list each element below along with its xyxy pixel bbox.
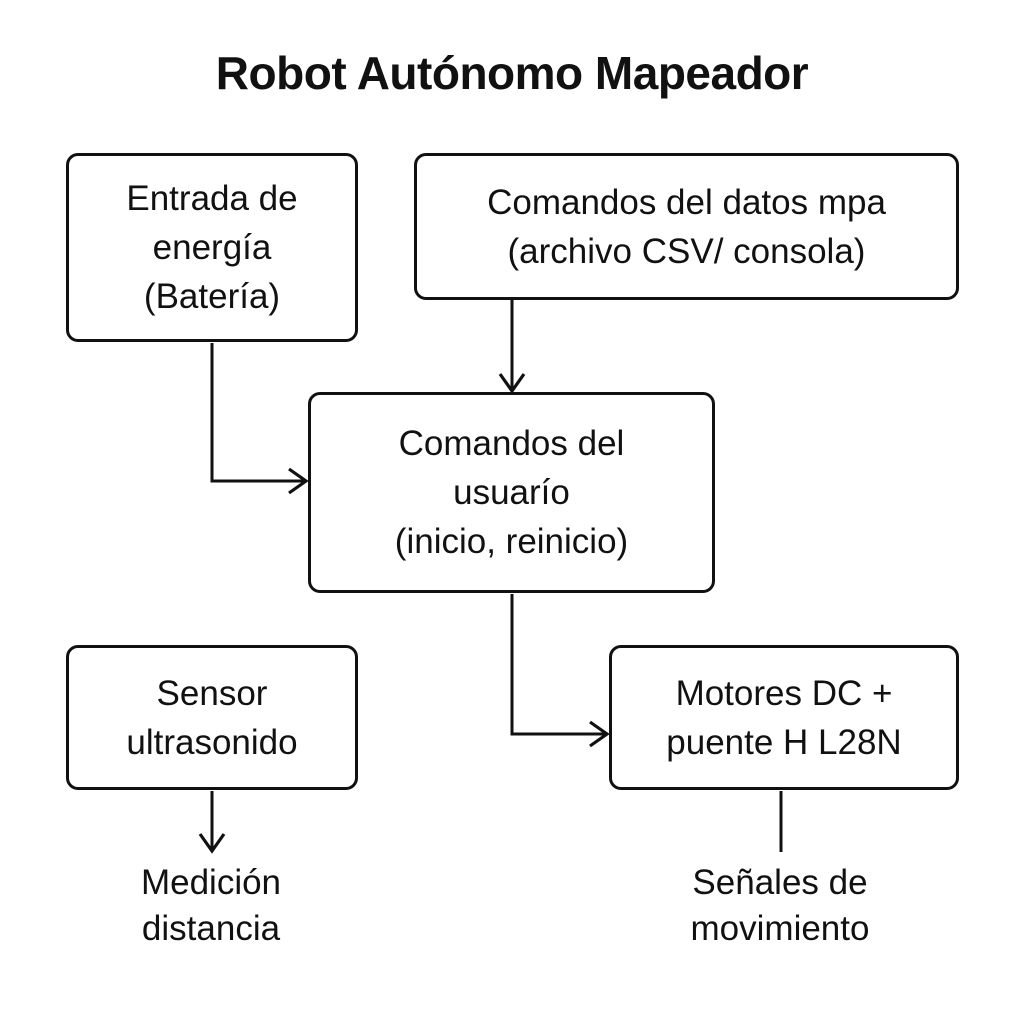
- signals-line-1: Señales de: [692, 863, 868, 902]
- dc-motors-box: Motores DC + puente H L28N: [609, 645, 959, 790]
- movement-signals-label: Señales de movimiento: [640, 860, 920, 952]
- energy-input-box: Entrada de energía (Batería): [66, 153, 358, 342]
- motors-line-1: Motores DC +: [675, 673, 893, 713]
- ultrasonic-sensor-box: Sensor ultrasonido: [66, 645, 358, 790]
- energy-line-2: energía: [152, 228, 272, 267]
- user-commands-line-3: (inicio, reinicio): [394, 522, 629, 561]
- map-data-commands-box: Comandos del datos mpa (archivo CSV/ con…: [414, 153, 959, 300]
- arrowhead-user-commands-to-motors: [589, 720, 610, 748]
- energy-line-3: (Batería): [143, 277, 281, 316]
- distance-line-1: Medición: [140, 863, 282, 902]
- diagram-title: Robot Autónomo Mapeador: [215, 47, 809, 99]
- user-commands-box: Comandos del usuarío (inicio, reinicio): [308, 392, 715, 593]
- distance-line-2: distancia: [141, 909, 281, 948]
- motors-line-2: puente H L28N: [666, 722, 902, 762]
- sensor-line-1: Sensor: [156, 673, 268, 713]
- sensor-line-2: ultrasonido: [126, 722, 298, 762]
- edge-user-commands-to-motors: [510, 594, 606, 736]
- arrowhead-sensor-to-distance: [198, 833, 226, 854]
- user-commands-line-2: usuarío: [453, 473, 570, 512]
- arrowhead-map-data-to-user-commands: [498, 373, 526, 394]
- arrowhead-energy-to-user-commands: [288, 467, 309, 495]
- signals-line-2: movimiento: [690, 909, 870, 948]
- edge-energy-to-user-commands: [210, 343, 305, 483]
- user-commands-line-1: Comandos del: [398, 424, 625, 463]
- map-data-line-1: Comandos del datos mpa: [487, 182, 886, 222]
- energy-line-1: Entrada de: [126, 179, 298, 218]
- map-data-line-2: (archivo CSV/ consola): [507, 231, 866, 271]
- distance-measurement-label: Medición distancia: [86, 860, 336, 952]
